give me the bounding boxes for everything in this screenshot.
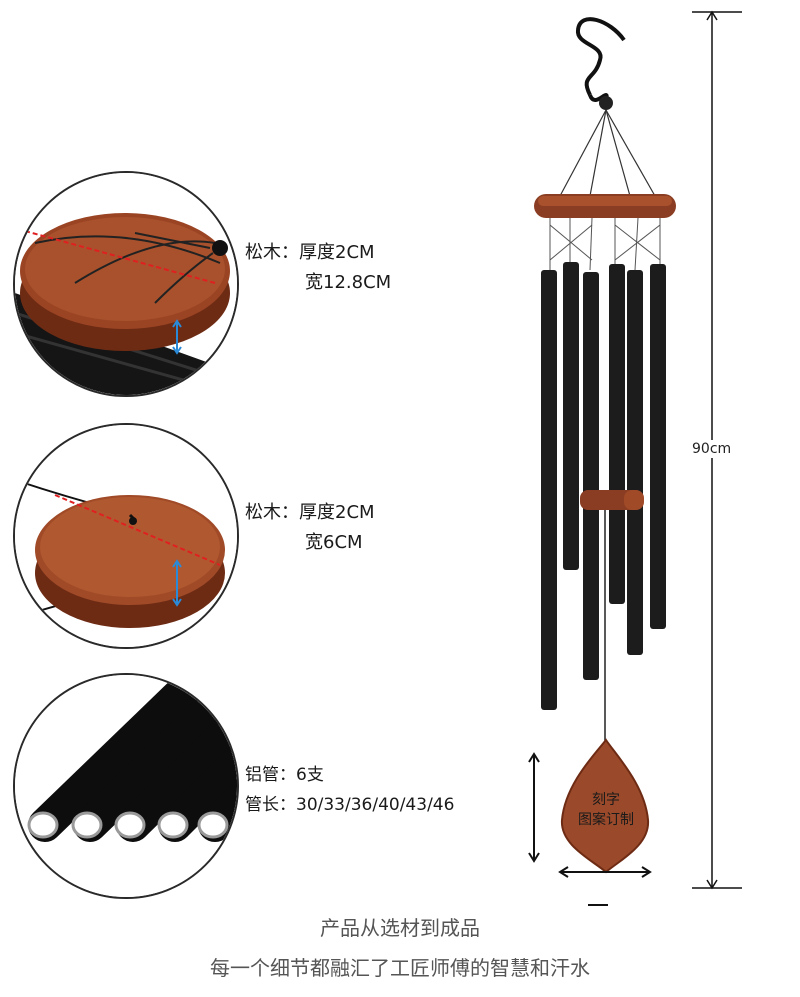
large-wood-top-thickness: 松木：厚度2CM — [245, 242, 375, 263]
aluminum-tubes-lengths: 管长：30/33/36/40/43/46 — [245, 795, 455, 815]
large-wood-top-spec: 松木：厚度2CM 宽12.8CM — [245, 238, 391, 298]
hanging-hook-icon — [576, 17, 626, 110]
aluminum-tubes-closeup — [13, 673, 239, 899]
tag-text: 刻字 图案订制 — [570, 790, 642, 830]
aluminum-tubes-count: 铝管：6支 — [245, 765, 324, 785]
large-wood-top-width: 宽12.8CM — [305, 272, 392, 293]
aluminum-tubes — [541, 262, 666, 710]
small-wood-clapper-thickness: 松木：厚度2CM — [245, 502, 375, 523]
height-dimension-label: 90cm — [690, 440, 734, 458]
aluminum-tubes-illustration — [15, 675, 237, 897]
large-wood-top-illustration — [15, 173, 237, 395]
small-wood-clapper-width: 宽6CM — [305, 532, 363, 553]
small-wood-clapper-closeup — [13, 423, 239, 649]
wooden-top-disc — [534, 194, 676, 218]
tag-line2: 图案订制 — [578, 812, 634, 828]
small-wood-clapper-spec: 松木：厚度2CM 宽6CM — [245, 498, 375, 558]
tag-line1: 刻字 — [592, 792, 620, 808]
wooden-clapper — [580, 490, 644, 510]
aluminum-tubes-spec: 铝管：6支 管长：30/33/36/40/43/46 — [245, 760, 454, 820]
wind-chime-product — [528, 10, 742, 906]
footer-line2: 每一个细节都融汇了工匠师傅的智慧和汗水 — [210, 956, 590, 980]
small-wood-clapper-illustration — [15, 425, 237, 647]
large-wood-top-closeup — [13, 171, 239, 397]
footer-line1: 产品从选材到成品 — [320, 916, 480, 940]
